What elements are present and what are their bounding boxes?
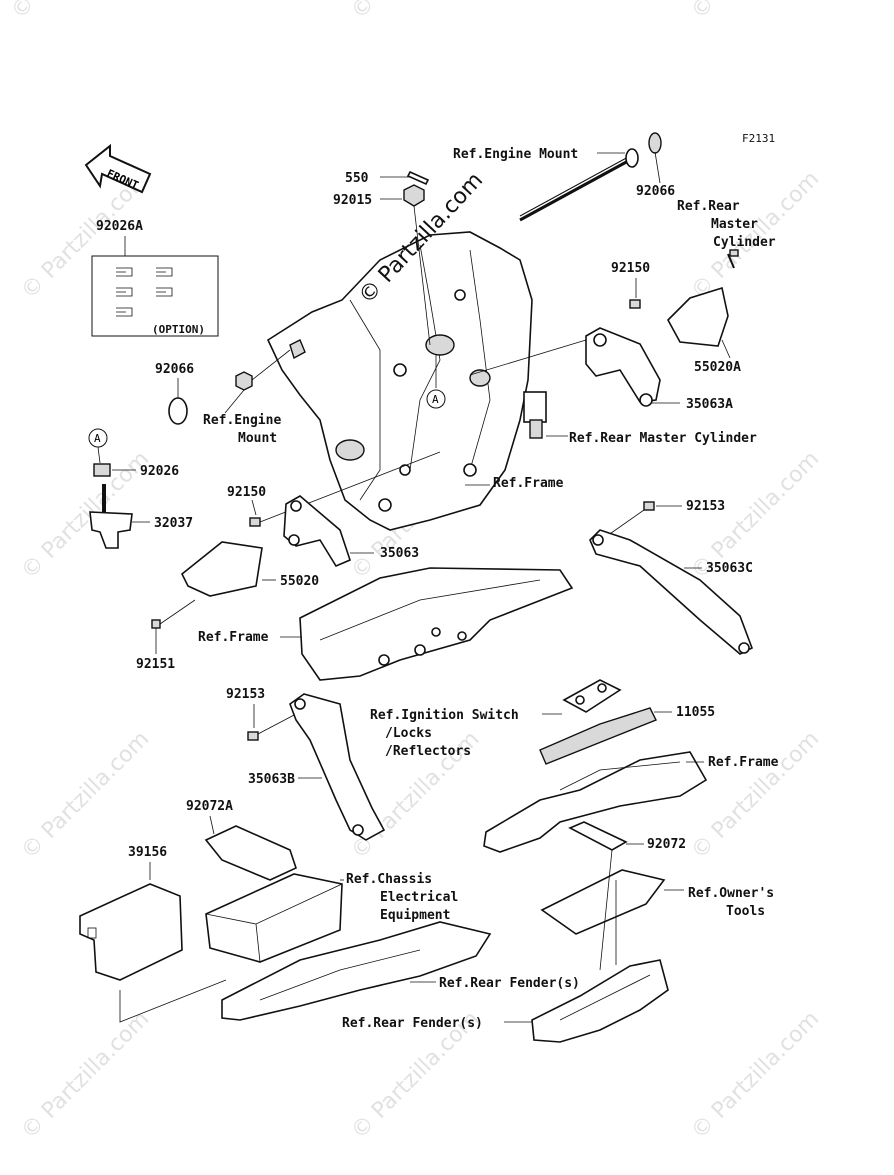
bolt-icon [603,501,655,539]
watermark: © Partzilla.com [17,447,155,585]
ref-engine-mount-left2: Mount [238,431,277,446]
seat-frame-right [483,751,708,853]
bracket-icon [89,484,150,549]
battery-strap-icon [204,825,297,881]
ref-chassis-line1: Ref.Chassis [346,872,432,887]
plug-icon [168,397,188,425]
ref-chassis-line2: Electrical [380,890,458,905]
callout-a-text: A [432,393,439,406]
label-92151: 92151 [136,657,175,672]
bolt-icon [727,249,739,269]
ref-frame-right: Ref.Frame [708,755,779,770]
nut-icon [380,184,431,346]
ignition-bracket [539,679,672,765]
watermark: © Partzilla.com [7,0,145,24]
label-92066-top: 92066 [636,184,675,199]
label-55020a: 55020A [694,360,741,375]
label-55020: 55020 [280,574,319,589]
footrest-bracket-left [283,495,351,568]
label-92026: 92026 [140,464,179,479]
bolt-icon [629,299,641,309]
cotter-pin-icon [380,170,430,186]
watermark: © Partzilla.com [687,0,825,24]
ref-rear-master-cylinder: Ref.Rear Master Cylinder [569,431,757,446]
figure-code: F2131 [742,132,775,145]
label-92150-right: 92150 [611,261,650,276]
ref-ignition-line2: /Locks [385,726,432,741]
heel-guard-right [667,286,731,359]
watermark: © Partzilla.com [687,1007,825,1145]
label-35063b: 35063B [248,772,295,787]
tool-kit-icon [540,849,684,971]
ref-rear-fender-upper: Ref.Rear Fender(s) [439,976,580,991]
watermark: © Partzilla.com [17,1007,155,1145]
strap-icon [568,821,644,851]
footrest-bracket-right [469,327,680,407]
collar-icon [93,463,136,477]
label-92153-right: 92153 [686,499,725,514]
passenger-bracket-right [589,529,754,655]
label-11055: 11055 [676,705,715,720]
option-label: (OPTION) [152,323,205,336]
ref-ignition-line3: /Reflectors [385,744,471,759]
label-35063c: 35063C [706,561,753,576]
rear-fender-left [221,921,492,1021]
rear-subframe [299,567,574,681]
ref-frame-center: Ref.Frame [493,476,564,491]
ref-engine-mount-left1: Ref.Engine [203,413,281,428]
label-92066-left: 92066 [155,362,194,377]
main-frame [266,231,533,531]
ref-owners-tools-line2: Tools [726,904,765,919]
label-92015: 92015 [333,193,372,208]
label-92153-left: 92153 [226,687,265,702]
label-32037: 32037 [154,516,193,531]
label-92150-left: 92150 [227,485,266,500]
label-92072: 92072 [647,837,686,852]
ref-frame-left: Ref.Frame [198,630,269,645]
label-35063: 35063 [380,546,419,561]
engine-mount-bolt [519,132,662,222]
shim-option-box: 92026A (OPTION) [91,219,219,337]
nut-icon [235,349,291,391]
label-35063a: 35063A [686,397,733,412]
ref-ignition-line1: Ref.Ignition Switch [370,708,519,723]
master-cylinder-icon [523,391,568,439]
shim-icons [116,267,173,317]
label-92072a: 92072A [186,799,233,814]
callout-a-left: A [88,428,108,464]
label-550: 550 [345,171,369,186]
passenger-bracket-left [289,693,386,841]
rear-fender-right [504,959,669,1043]
screw-icon [151,599,196,654]
callout-a-text: A [94,432,101,445]
ref-chassis-line3: Equipment [380,908,450,923]
ref-rear-master-line1: Ref.Rear [677,199,740,214]
ref-rear-fender-lower: Ref.Rear Fender(s) [342,1016,483,1031]
ref-rear-master-line2: Master [711,217,758,232]
cover-panel-icon [79,883,227,1023]
watermark: © Partzilla.com [687,727,825,865]
bolt-icon [247,713,297,741]
watermark: © Partzilla.com [17,727,155,865]
label-39156: 39156 [128,845,167,860]
callout-a-frame: A [426,355,446,409]
ref-rear-master-line3: Cylinder [713,235,776,250]
heel-guard-left [180,541,276,597]
battery-icon [205,873,344,963]
label-92026a: 92026A [96,219,143,234]
ref-engine-mount-top: Ref.Engine Mount [453,147,578,162]
ref-owners-tools-line1: Ref.Owner's [688,886,774,901]
watermark: © Partzilla.com [347,0,485,24]
